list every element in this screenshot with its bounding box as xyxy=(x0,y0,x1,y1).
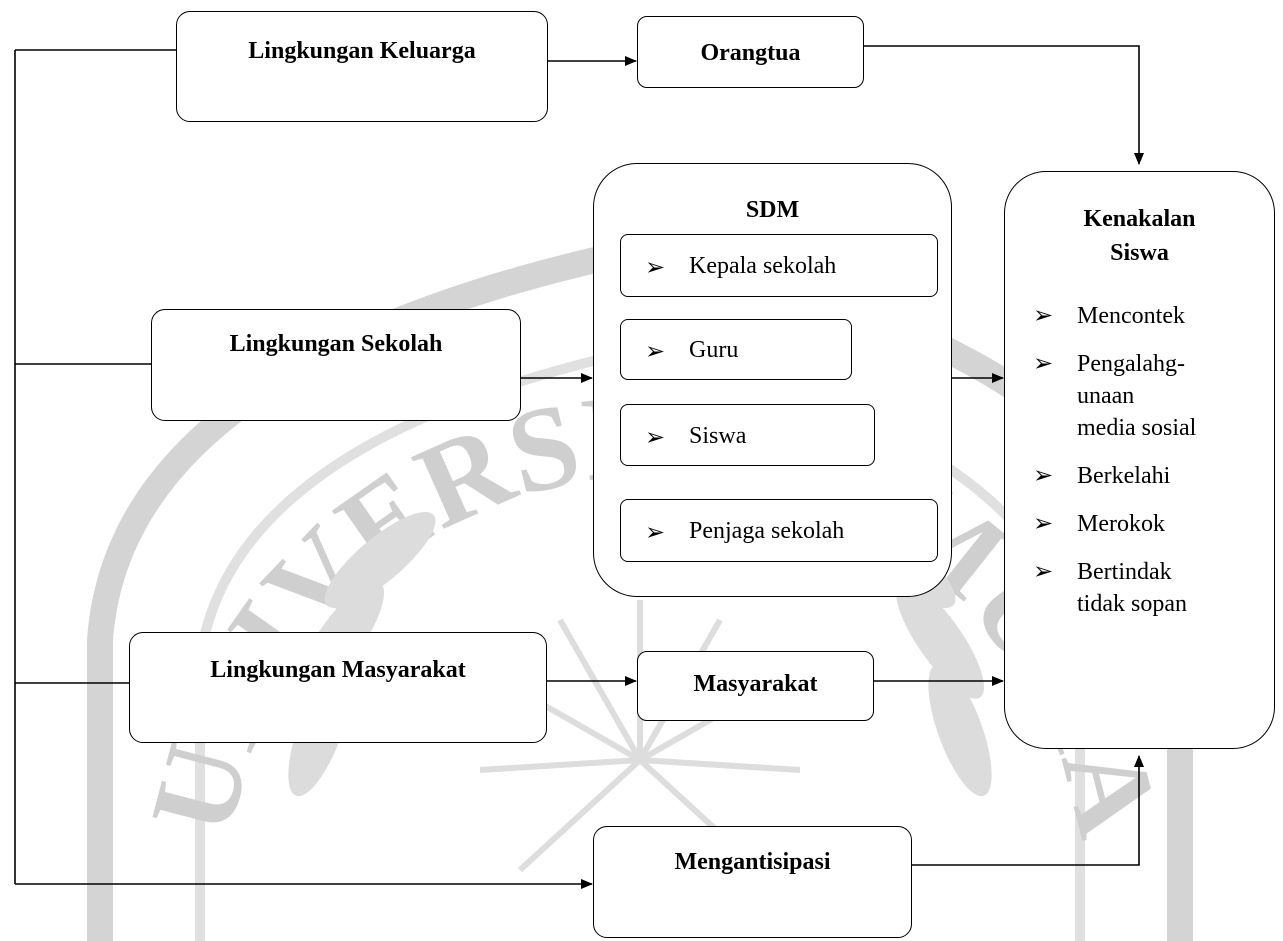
kenakalan-item-line: media sosial xyxy=(1077,415,1197,441)
orangtua-label: Orangtua xyxy=(700,40,801,66)
lingkungan-masyarakat-label: Lingkungan Masyarakat xyxy=(210,657,466,683)
lingkungan-sekolah-label: Lingkungan Sekolah xyxy=(229,331,443,357)
sdm-item-label: Guru xyxy=(689,337,739,363)
bullet-arrow-icon: ➢ xyxy=(1033,559,1054,585)
sdm-item-label: Siswa xyxy=(689,423,747,449)
kenakalan-item-label: Mencontek xyxy=(1077,303,1185,329)
lingkungan-masyarakat-box: Lingkungan Masyarakat xyxy=(129,632,547,743)
kenakalan-siswa-box: Kenakalan Siswa ➢ Mencontek ➢ Pengalahg-… xyxy=(1004,171,1275,749)
lingkungan-keluarga-box: Lingkungan Keluarga xyxy=(176,11,548,122)
mengantisipasi-box: Mengantisipasi xyxy=(593,826,912,938)
kenakalan-item-line: unaan xyxy=(1077,383,1135,409)
kenakalan-item-tidak-sopan: ➢ Bertindak tidak sopan xyxy=(1033,556,1196,620)
sdm-item-label: Penjaga sekolah xyxy=(689,518,845,544)
sdm-item-kepala-sekolah: ➢ Kepala sekolah xyxy=(620,234,938,297)
kenakalan-item-media-sosial: ➢ Pengalahg- unaan media sosial xyxy=(1033,348,1196,444)
bullet-arrow-icon: ➢ xyxy=(645,520,666,546)
sdm-title: SDM xyxy=(745,197,800,223)
bullet-arrow-icon: ➢ xyxy=(645,425,666,451)
bullet-arrow-icon: ➢ xyxy=(1033,351,1054,377)
bullet-arrow-icon: ➢ xyxy=(645,255,666,281)
arrow-orangtua-to-kenakalan xyxy=(864,45,1144,165)
bullet-arrow-icon: ➢ xyxy=(1033,303,1054,329)
kenakalan-title-line1: Kenakalan xyxy=(1083,206,1196,232)
sdm-item-guru: ➢ Guru xyxy=(620,319,852,380)
arrow-mengantisipasi-to-kenakalan xyxy=(912,755,1144,866)
lingkungan-sekolah-box: Lingkungan Sekolah xyxy=(151,309,521,421)
kenakalan-item-line: Pengalahg- xyxy=(1077,351,1185,377)
kenakalan-item-line: Bertindak xyxy=(1077,559,1172,585)
kenakalan-list: ➢ Mencontek ➢ Pengalahg- unaan media sos… xyxy=(1033,300,1196,620)
kenakalan-item-label: Berkelahi xyxy=(1077,463,1171,489)
kenakalan-siswa-title: Kenakalan Siswa xyxy=(1005,202,1274,270)
bullet-arrow-icon: ➢ xyxy=(645,339,666,365)
masyarakat-box: Masyarakat xyxy=(637,651,874,721)
kenakalan-title-line2: Siswa xyxy=(1110,240,1169,266)
kenakalan-item-line: tidak sopan xyxy=(1077,591,1187,617)
masyarakat-label: Masyarakat xyxy=(693,671,818,697)
bullet-arrow-icon: ➢ xyxy=(1033,511,1054,537)
orangtua-box: Orangtua xyxy=(637,16,864,88)
kenakalan-item-label: Bertindak tidak sopan xyxy=(1077,556,1187,620)
kenakalan-item-mencontek: ➢ Mencontek xyxy=(1033,300,1196,332)
sdm-item-label: Kepala sekolah xyxy=(689,253,837,279)
mengantisipasi-label: Mengantisipasi xyxy=(674,849,831,875)
lingkungan-keluarga-label: Lingkungan Keluarga xyxy=(248,38,476,64)
kenakalan-item-merokok: ➢ Merokok xyxy=(1033,508,1196,540)
sdm-item-penjaga-sekolah: ➢ Penjaga sekolah xyxy=(620,499,938,562)
kenakalan-item-berkelahi: ➢ Berkelahi xyxy=(1033,460,1196,492)
kenakalan-item-label: Pengalahg- unaan media sosial xyxy=(1077,348,1196,444)
kenakalan-item-label: Merokok xyxy=(1077,511,1165,537)
bullet-arrow-icon: ➢ xyxy=(1033,463,1054,489)
sdm-item-siswa: ➢ Siswa xyxy=(620,404,875,466)
